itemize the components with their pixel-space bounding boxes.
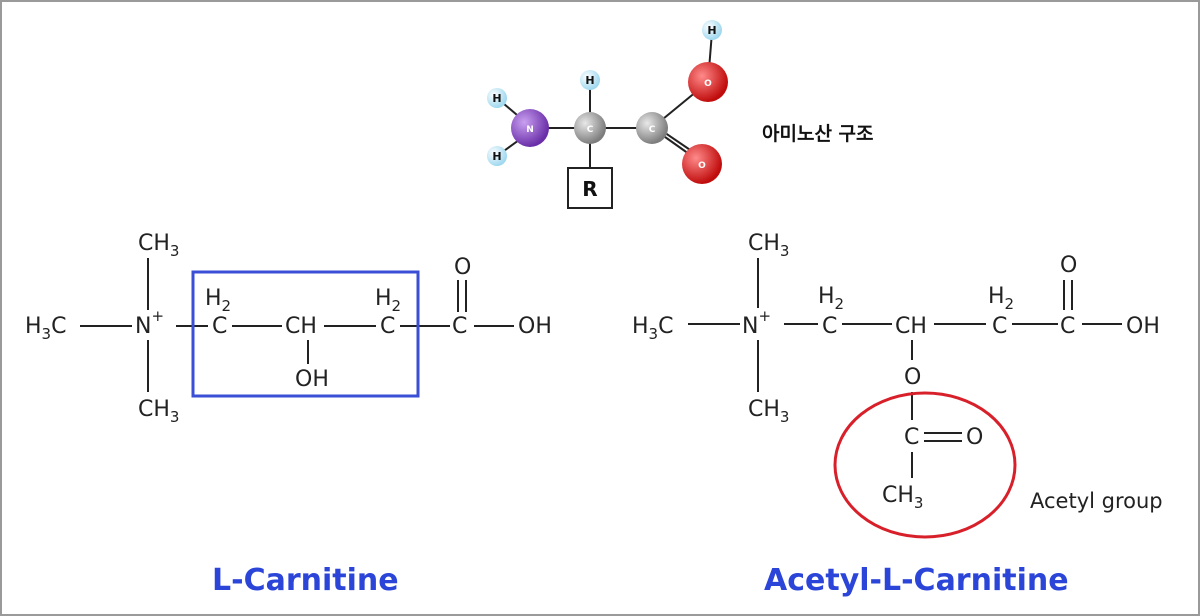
carboxyl-carbon-label: C (1060, 314, 1075, 339)
methylene-carbon-label: C (212, 314, 227, 339)
h2-label: H2 (205, 286, 231, 315)
carboxyl-hydroxyl-label: OH (518, 314, 552, 339)
hydrogen-atom-icon (487, 88, 507, 108)
h2-label: H2 (988, 284, 1014, 313)
acetyl-group-label: Acetyl group (1030, 489, 1163, 513)
hydrogen-label: H (492, 150, 501, 163)
ch-label: CH (285, 314, 317, 339)
methyl-top-label: CH3 (138, 231, 179, 260)
alpha-carbon-atom-icon (574, 112, 606, 144)
r-group-box (567, 167, 613, 209)
methyl-top-label: CH3 (748, 231, 789, 260)
acetyl-carbon-label: C (904, 425, 919, 450)
hydrogen-atom-icon (487, 146, 507, 166)
acetyl-methyl-label: CH3 (882, 483, 923, 512)
oxygen-label: O (698, 161, 706, 171)
acetyl-group-circle (833, 391, 1017, 539)
nitrogen-atom-icon (511, 109, 549, 147)
acetyl-oxygen-label: O (966, 425, 983, 450)
carbonyl-oxygen-label: O (454, 255, 471, 280)
backbone-highlight-box (191, 270, 420, 398)
acetyl-l-carnitine-name: Acetyl-L-Carnitine (764, 563, 1069, 598)
carboxyl-carbon-atom-icon (636, 112, 668, 144)
h2-label: H2 (375, 286, 401, 315)
methylene-carbon-label: C (822, 314, 837, 339)
methyl-left-label: H3C (25, 314, 66, 343)
hydrogen-label: H (492, 92, 501, 105)
amino-acid-structure: H H N H C C H O O R 아미노산 구조 (487, 20, 874, 209)
methyl-left-label: H3C (632, 314, 673, 343)
nitrogen-label: N+ (135, 307, 164, 339)
carbon-label: C (587, 125, 594, 135)
carbon-label: C (649, 125, 656, 135)
hydrogen-label: H (585, 74, 594, 87)
hydrogen-label: H (707, 24, 716, 37)
hydrogen-atom-icon (580, 70, 600, 90)
r-group-label: R (582, 177, 597, 201)
ch-label: CH (895, 314, 927, 339)
carbonyl-oxygen-atom-icon (682, 144, 722, 184)
carbonyl-oxygen-label: O (1060, 253, 1077, 278)
amino-acid-title: 아미노산 구조 (762, 123, 874, 145)
methyl-bottom-label: CH3 (138, 397, 179, 426)
l-carnitine-structure: CH3 H3C N+ CH3 H2 C CH OH H2 C O (25, 231, 552, 426)
acetyl-l-carnitine-structure: CH3 H3C N+ CH3 H2 C CH O C O (632, 231, 1160, 539)
hydrogen-atom-icon (702, 20, 722, 40)
carboxyl-carbon-label: C (452, 314, 467, 339)
hydroxyl-label: OH (295, 367, 329, 392)
nitrogen-label: N (526, 125, 534, 135)
h2-label: H2 (818, 284, 844, 313)
l-carnitine-name: L-Carnitine (212, 563, 399, 598)
methyl-bottom-label: CH3 (748, 397, 789, 426)
ester-oxygen-label: O (904, 365, 921, 390)
methylene-carbon-label: C (380, 314, 395, 339)
oxygen-label: O (704, 79, 712, 89)
nitrogen-label: N+ (742, 307, 771, 339)
carboxyl-hydroxyl-label: OH (1126, 314, 1160, 339)
methylene-carbon-label: C (992, 314, 1007, 339)
hydroxyl-oxygen-atom-icon (688, 62, 728, 102)
